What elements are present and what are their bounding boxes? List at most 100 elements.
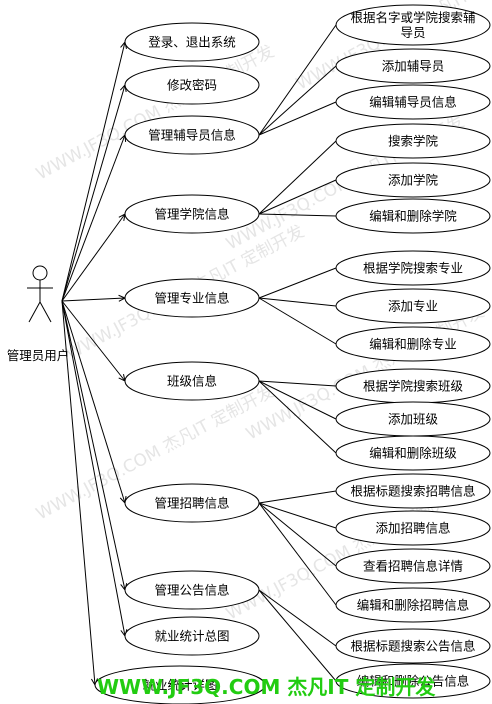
watermark-text: WWW.JF3Q.COM 杰凡IT 定制开发 — [33, 42, 278, 185]
actor-leg-left — [28, 301, 41, 323]
extension-line — [258, 24, 337, 136]
sub-use-case-label: 根据学院搜索班级 — [363, 379, 464, 394]
footer-watermark: WWW.JF3Q.COM 杰凡IT 定制开发 — [97, 675, 436, 699]
extension-line — [258, 490, 337, 504]
sub-use-case-ellipse — [335, 123, 491, 159]
extension-line — [258, 380, 337, 420]
extension-line — [258, 589, 337, 647]
extension-line — [258, 101, 337, 136]
sub-use-case: 编辑和删除班级 — [335, 435, 491, 471]
association-line — [61, 300, 126, 637]
sub-use-case-label: 添加学院 — [388, 173, 439, 188]
use-case-ellipse — [124, 65, 260, 105]
extension-line — [258, 267, 337, 299]
sub-use-case-label: 编辑和删除专业 — [369, 337, 457, 352]
association-line — [61, 297, 126, 302]
extension-line — [258, 213, 337, 217]
association-line — [61, 213, 126, 302]
sub-use-case-label: 根据学院搜索专业 — [363, 261, 463, 276]
extension-line — [258, 179, 337, 215]
sub-use-case: 添加辅导员 — [335, 48, 491, 84]
use-case-ellipse — [94, 665, 266, 704]
sub-use-case: 根据学院搜索专业 — [335, 250, 491, 286]
sub-use-case-label: 添加辅导员 — [382, 59, 445, 74]
actor-leg-right — [39, 301, 52, 323]
sub-use-case-label: 添加班级 — [388, 412, 439, 427]
use-case-notice: 管理公告信息 — [124, 570, 260, 610]
sub-use-case-label: 根据名字或学院搜索辅 — [350, 10, 475, 25]
extension-line — [258, 502, 337, 567]
use-case-ellipse — [124, 483, 260, 523]
sub-use-case-ellipse — [335, 4, 491, 46]
sub-use-case-label: 编辑和删除招聘信息 — [357, 598, 470, 613]
extension-line — [258, 65, 337, 136]
sub-use-case-label: 根据标题搜索公告信息 — [350, 639, 475, 654]
sub-use-case: 根据学院搜索班级 — [335, 368, 491, 404]
extension-line — [258, 380, 337, 454]
sub-use-case-label: 编辑和删除学院 — [369, 209, 457, 224]
use-case-counselor: 管理辅导员信息 — [124, 115, 260, 155]
sub-use-case-ellipse — [335, 587, 491, 623]
use-case-ellipse — [124, 278, 260, 318]
association-line — [61, 300, 96, 686]
sub-use-case-ellipse — [335, 548, 491, 584]
use-case-label: 管理专业信息 — [154, 291, 229, 306]
extension-line — [258, 502, 337, 529]
sub-use-case: 根据标题搜索招聘信息 — [335, 473, 491, 509]
sub-use-case-label: 编辑和删除公告信息 — [357, 674, 470, 689]
sub-use-case-label: 添加招聘信息 — [375, 521, 450, 536]
sub-use-case: 添加班级 — [335, 401, 491, 437]
sub-use-case-ellipse — [335, 663, 491, 699]
use-case-ellipse — [124, 194, 260, 234]
use-case-major: 管理专业信息 — [124, 278, 260, 318]
sub-use-case: 根据标题搜索公告信息 — [335, 628, 491, 664]
actor-label: 管理员用户 — [7, 348, 70, 363]
use-case-password: 修改密码 — [124, 65, 260, 105]
extension-line — [258, 380, 337, 387]
actor-head — [32, 265, 48, 281]
sub-use-case: 编辑和删除专业 — [335, 326, 491, 362]
use-case-label: 就业统计详图 — [142, 678, 217, 693]
sub-use-case-label: 编辑辅导员信息 — [369, 95, 457, 110]
sub-use-case-ellipse — [335, 84, 491, 120]
sub-use-case-ellipse — [335, 473, 491, 509]
sub-use-case: 添加招聘信息 — [335, 510, 491, 546]
use-case-college: 管理学院信息 — [124, 194, 260, 234]
extension-line — [258, 502, 337, 606]
sub-use-case-ellipse — [335, 162, 491, 198]
extension-line — [258, 297, 337, 307]
sub-use-case: 编辑辅导员信息 — [335, 84, 491, 120]
extension-line — [258, 589, 337, 682]
sub-use-case: 编辑和删除学院 — [335, 198, 491, 234]
sub-use-case-ellipse — [335, 198, 491, 234]
association-line — [61, 84, 126, 302]
association-line — [61, 300, 126, 504]
sub-use-case-ellipse — [335, 510, 491, 546]
use-case-label: 管理辅导员信息 — [148, 128, 236, 143]
use-case-label: 管理招聘信息 — [154, 496, 229, 511]
sub-use-case: 添加专业 — [335, 288, 491, 324]
sub-use-case-label: 编辑和删除班级 — [369, 446, 457, 461]
sub-use-case: 编辑和删除招聘信息 — [335, 587, 491, 623]
use-case-label: 班级信息 — [167, 374, 217, 389]
sub-use-case-label: 搜索学院 — [388, 134, 439, 149]
sub-use-case-ellipse — [335, 628, 491, 664]
use-case-ellipse — [124, 22, 260, 62]
association-line — [61, 300, 126, 382]
use-case-label: 管理公告信息 — [154, 583, 229, 598]
sub-use-case-ellipse — [335, 435, 491, 471]
use-case-class: 班级信息 — [124, 361, 260, 401]
actor: 管理员用户 — [7, 265, 70, 363]
use-case-ellipse — [124, 115, 260, 155]
sub-use-case-ellipse — [335, 288, 491, 324]
sub-use-case-ellipse — [335, 48, 491, 84]
association-lines — [61, 24, 337, 687]
sub-use-case-label: 添加专业 — [388, 299, 438, 314]
extension-line — [258, 140, 337, 215]
association-line — [61, 134, 126, 302]
use-case-login: 登录、退出系统 — [124, 22, 260, 62]
use-case-recruit: 管理招聘信息 — [124, 483, 260, 523]
